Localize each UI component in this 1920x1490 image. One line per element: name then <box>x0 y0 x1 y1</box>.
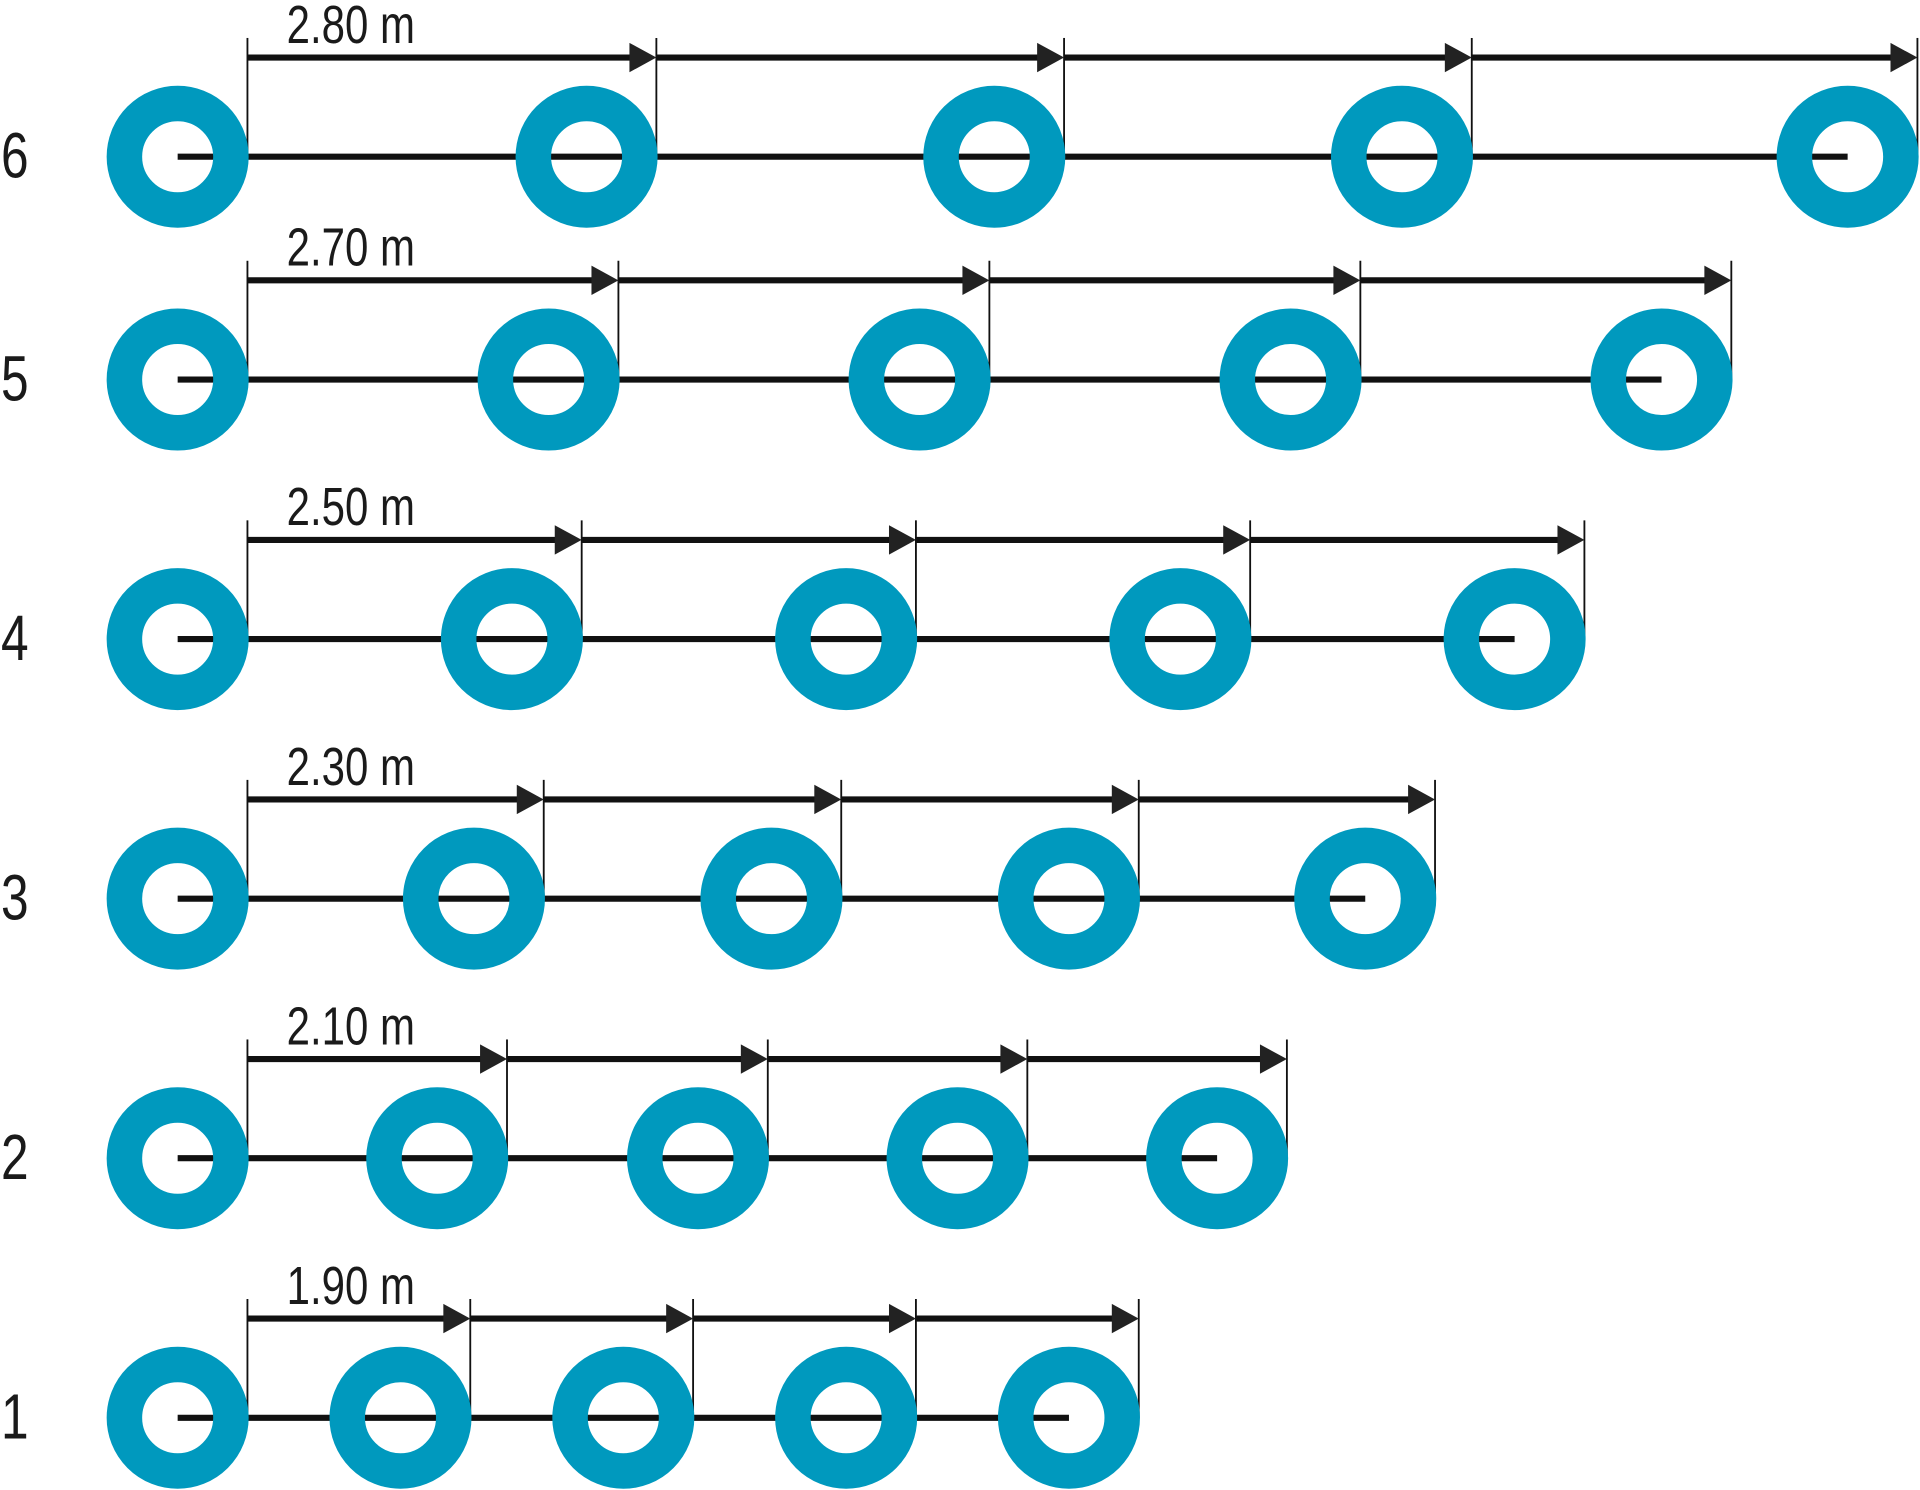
ring-icon <box>923 85 1066 228</box>
ring-icon <box>552 1346 695 1489</box>
ring-icon <box>1219 308 1362 451</box>
row-number-label: 1 <box>1 1382 29 1453</box>
ring-icon <box>477 308 620 451</box>
row-6: 6 2.80 m <box>1 0 1919 228</box>
ring-icon <box>106 1346 249 1489</box>
arrowhead-icon <box>1704 265 1732 296</box>
ring-icon <box>1146 1087 1289 1230</box>
arrowhead-icon <box>1890 42 1918 73</box>
arrowhead-icon <box>1111 784 1139 815</box>
arrowhead-icon <box>962 265 990 296</box>
arrowhead-icon <box>888 525 916 555</box>
ring-icon <box>1776 85 1919 228</box>
ring-icon <box>106 1087 249 1230</box>
arrowhead-icon <box>1259 1044 1287 1074</box>
ring-icon <box>848 308 991 451</box>
arrowhead-icon <box>814 784 842 815</box>
ring-icon <box>1443 568 1586 711</box>
arrowhead-icon <box>1444 42 1472 73</box>
arrowhead-icon <box>443 1303 471 1334</box>
arrowhead-icon <box>666 1303 694 1334</box>
ring-icon <box>440 568 583 711</box>
ring-icon <box>1109 568 1252 711</box>
ring-icon <box>775 1346 918 1489</box>
arrowhead-icon <box>740 1044 768 1074</box>
arrowhead-icon <box>1037 42 1065 73</box>
arrowhead-icon <box>1223 525 1251 555</box>
ring-icon <box>366 1087 509 1230</box>
row-number-label: 2 <box>1 1122 29 1193</box>
ring-icon <box>886 1087 1029 1230</box>
ring-icon <box>106 568 249 711</box>
arrowhead-icon <box>480 1044 508 1074</box>
ring-icon <box>997 827 1140 970</box>
arrowhead-icon <box>554 525 582 555</box>
ring-icon <box>775 568 918 711</box>
arrowhead-icon <box>1408 784 1436 815</box>
row-2: 2 2.10 m <box>1 996 1289 1230</box>
ring-icon <box>1590 308 1733 451</box>
arrowhead-icon <box>1557 525 1585 555</box>
arrowhead-icon <box>888 1303 916 1334</box>
arrowhead-icon <box>1111 1303 1139 1334</box>
arrowhead-icon <box>516 784 544 815</box>
arrowhead-icon <box>1000 1044 1028 1074</box>
ring-icon <box>1294 827 1437 970</box>
spacing-label: 2.80 m <box>287 0 415 55</box>
arrowhead-icon <box>1333 265 1361 296</box>
row-5: 5 2.70 m <box>1 218 1733 451</box>
ring-icon <box>1330 85 1473 228</box>
row-number-label: 4 <box>1 603 29 674</box>
ring-icon <box>515 85 658 228</box>
ring-icon <box>402 827 545 970</box>
spacing-label: 1.90 m <box>287 1256 415 1316</box>
spacing-label: 2.50 m <box>287 477 415 537</box>
ring-icon <box>106 827 249 970</box>
ring-icon <box>997 1346 1140 1489</box>
ring-icon <box>626 1087 770 1230</box>
row-3: 3 2.30 m <box>1 737 1437 970</box>
ring-icon <box>329 1346 472 1489</box>
arrowhead-icon <box>591 265 619 296</box>
row-4: 4 2.50 m <box>1 477 1586 711</box>
ring-icon <box>106 308 249 451</box>
row-number-label: 5 <box>1 343 29 414</box>
spacing-label: 2.70 m <box>287 218 415 278</box>
spacing-label: 2.10 m <box>287 996 415 1056</box>
spacing-label: 2.30 m <box>287 737 415 797</box>
ring-icon <box>106 85 249 228</box>
row-number-label: 3 <box>1 863 29 934</box>
row-number-label: 6 <box>1 121 29 192</box>
row-1: 1 1.90 m <box>1 1256 1140 1489</box>
arrowhead-icon <box>629 42 657 73</box>
ring-icon <box>700 827 843 970</box>
